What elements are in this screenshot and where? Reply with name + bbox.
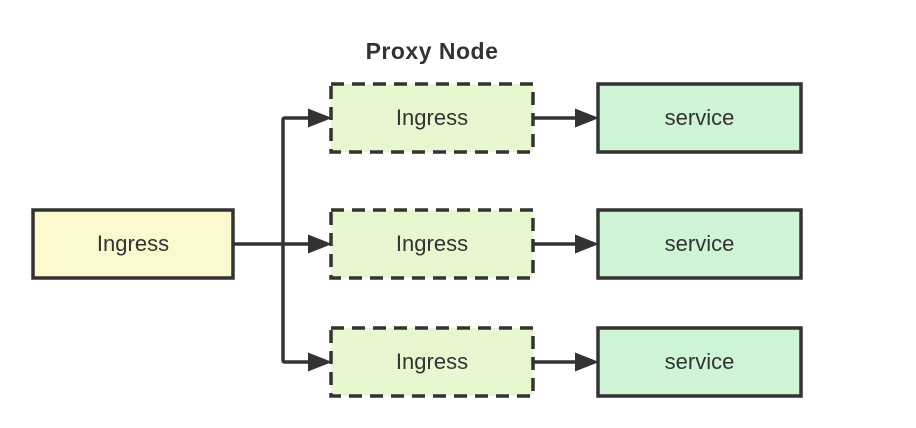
arrowhead-icon — [575, 234, 599, 254]
proxy-ingress-label-2: Ingress — [395, 231, 469, 256]
connector-branch-top — [281, 116, 309, 244]
service-label-2: service — [664, 231, 735, 256]
arrowhead-icon — [575, 352, 599, 372]
proxy-ingress-label-1: Ingress — [395, 105, 469, 130]
proxy-ingress-label-3: Ingress — [395, 349, 469, 374]
arrowhead-icon — [308, 108, 332, 128]
arrowhead-icon — [575, 108, 599, 128]
proxy-node-title: Proxy Node — [365, 37, 499, 64]
ingress-source-label: Ingress — [96, 231, 170, 256]
arrowhead-icon — [308, 234, 332, 254]
service-label-3: service — [664, 349, 735, 374]
service-label-1: service — [664, 105, 735, 130]
arrowhead-icon — [308, 352, 332, 372]
connector-branch-bottom — [281, 244, 309, 364]
